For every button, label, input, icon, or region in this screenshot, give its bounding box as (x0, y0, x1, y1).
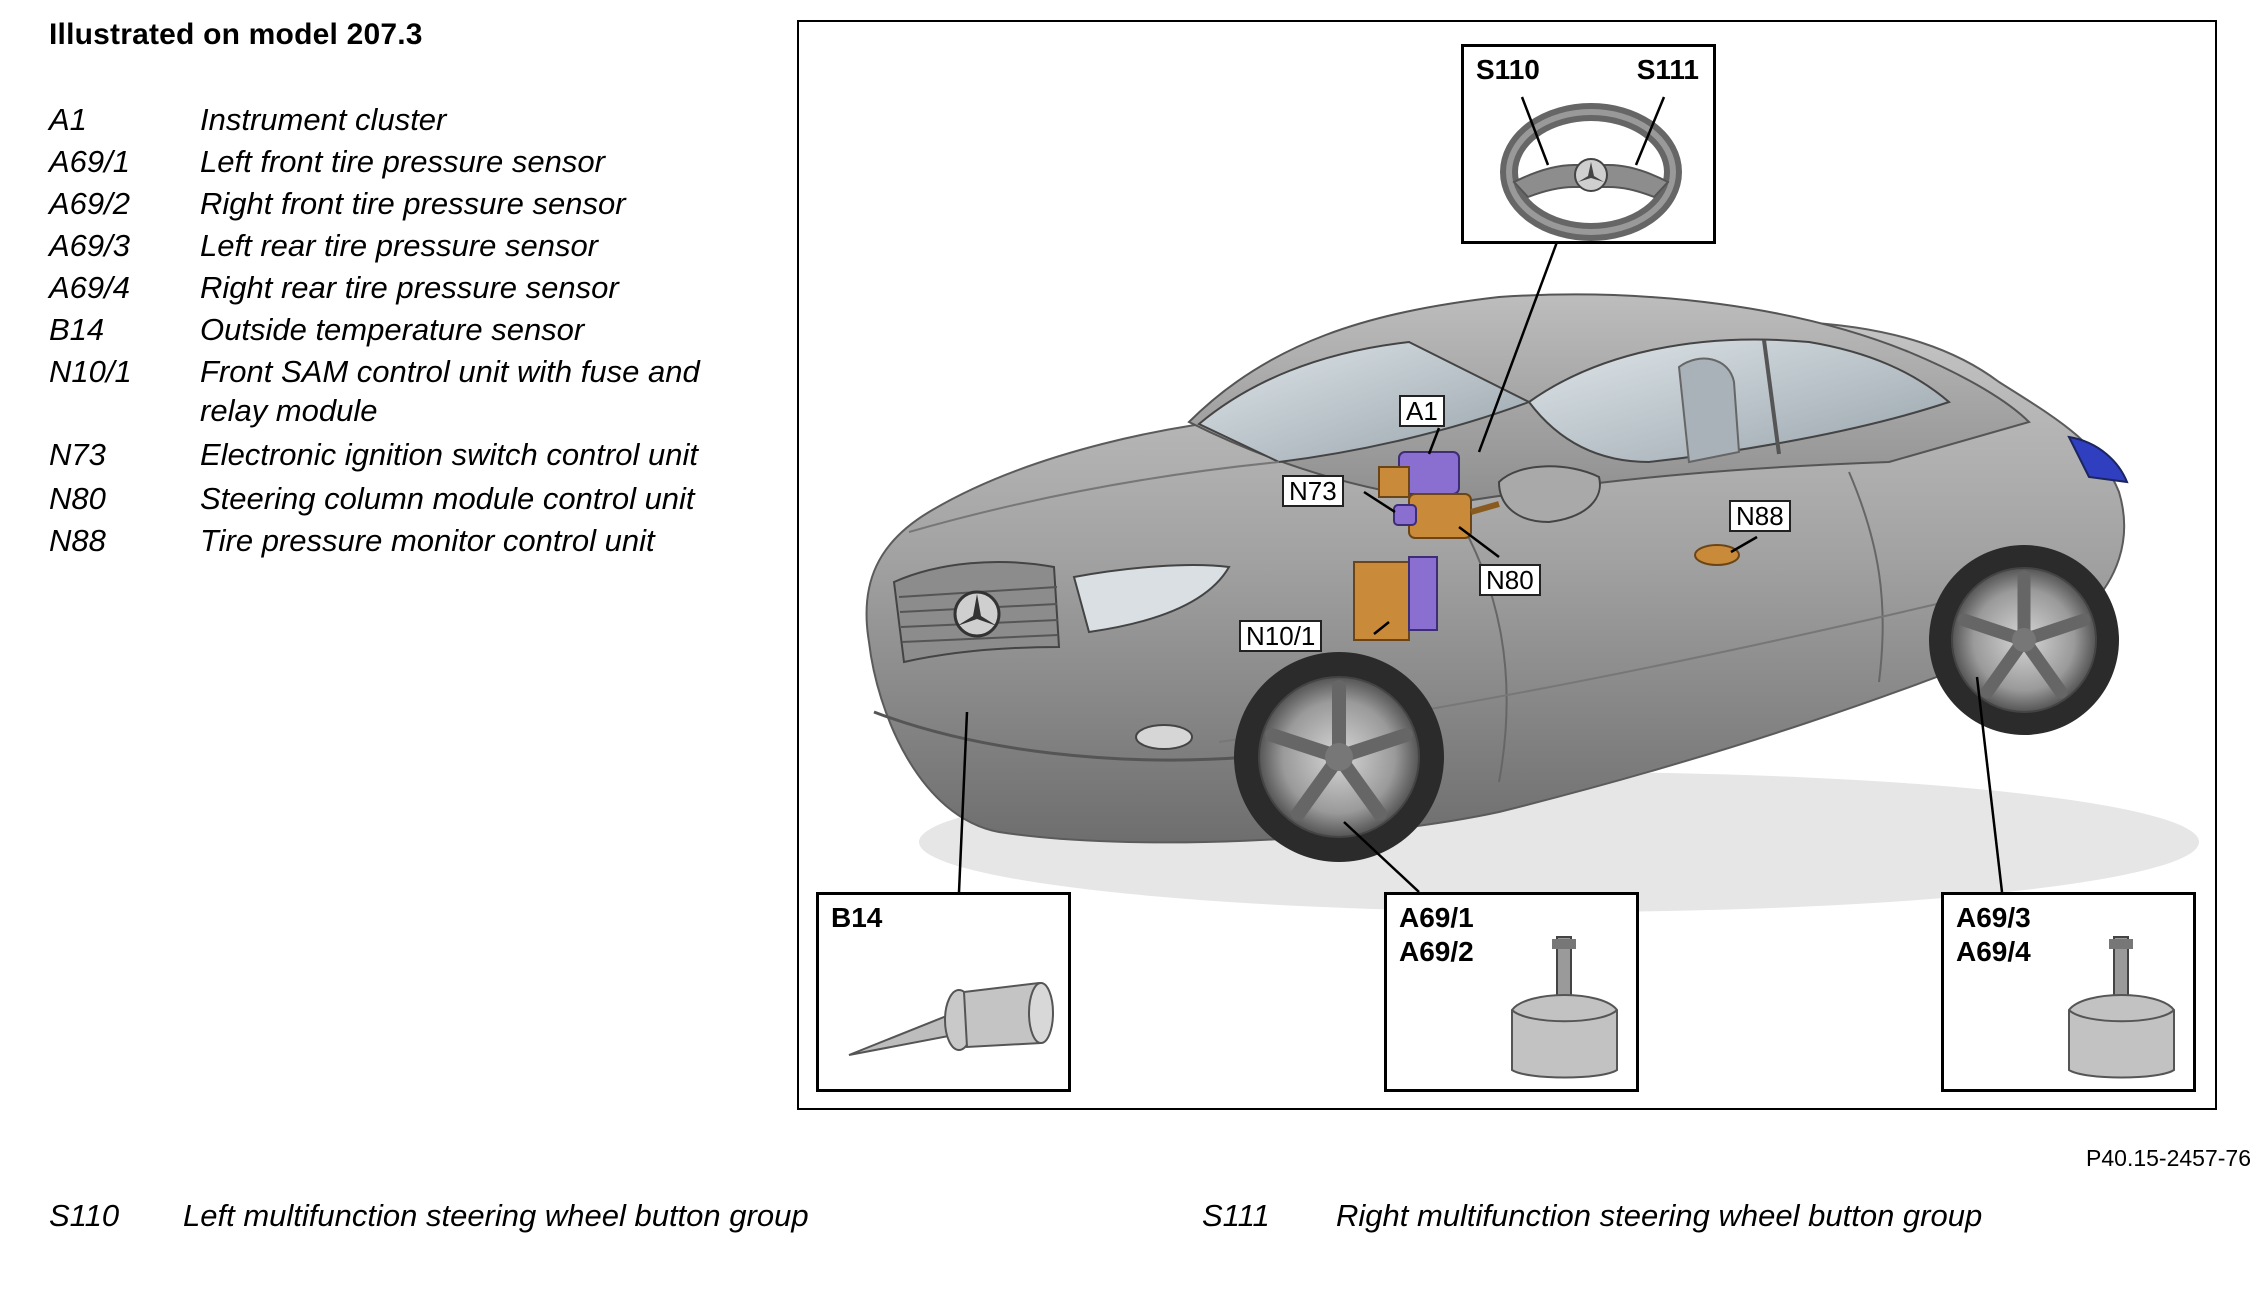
leader-n80 (1458, 526, 1500, 558)
footer-item-s110: S110 Left multifunction steering wheel bu… (49, 1198, 809, 1234)
legend-desc: Front SAM control unit with fuse and rel… (200, 354, 700, 428)
leader-n10-1 (1373, 621, 1390, 635)
module-n10-1 (1353, 556, 1438, 641)
legend-desc: Outside temperature sensor (200, 312, 585, 347)
module-a1 (1378, 451, 1460, 498)
legend-desc: Left rear tire pressure sensor (200, 228, 599, 263)
legend-desc: Electronic ignition switch control unit (200, 437, 698, 472)
legend-desc: Instrument cluster (200, 102, 447, 137)
module-n73 (1393, 504, 1417, 526)
front-wheel (1234, 652, 1444, 862)
callout-label-a69-1: A69/1 (1399, 902, 1474, 933)
legend-item-a69-3: A69/3 Left rear tire pressure sensor (49, 226, 749, 265)
legend-desc: Right rear tire pressure sensor (200, 270, 619, 305)
door-line (1848, 471, 1884, 683)
legend-code: A69/1 (49, 144, 131, 179)
leader-front-sensor (1343, 821, 1420, 893)
callout-rear-tire-sensors: A69/3 A69/4 (1941, 892, 2196, 1092)
footer-desc: Right multifunction steering wheel butto… (1336, 1198, 1983, 1233)
legend-code: B14 (49, 312, 105, 347)
module-n80 (1408, 493, 1500, 539)
legend-item-n73: N73 Electronic ignition switch control u… (49, 435, 749, 474)
page-title: Illustrated on model 207.3 (49, 18, 423, 51)
leader-rear-sensor (1975, 676, 2004, 893)
front-bumper (873, 710, 1250, 762)
leader-b14 (957, 711, 969, 893)
legend-code: A69/3 (49, 228, 131, 263)
steering-wheel-icon (1500, 96, 1682, 241)
legend-item-a69-4: A69/4 Right rear tire pressure sensor (49, 268, 749, 307)
legend-item-a69-2: A69/2 Right front tire pressure sensor (49, 184, 749, 223)
footer-code: S110 (49, 1198, 120, 1233)
legend-code: A69/2 (49, 186, 131, 221)
temperature-sensor-icon (848, 981, 1054, 1056)
side-mirror (1497, 465, 1601, 524)
footer-code: S111 (1202, 1198, 1270, 1233)
diagram-frame: S110 S111 B14 A69/1 A69/2 (797, 20, 2217, 1110)
legend-code: A69/4 (49, 270, 131, 305)
leader-steering (1477, 241, 1559, 453)
tail-light (2067, 435, 2129, 484)
footer-desc: Left multifunction steering wheel button… (183, 1198, 809, 1233)
callout-steering-wheel: S110 S111 (1461, 44, 1716, 244)
window-pillar (1762, 339, 1781, 455)
callout-label-a69-3: A69/3 (1956, 902, 2031, 933)
tag-a1: A1 (1399, 395, 1445, 427)
leader-a1 (1427, 427, 1441, 455)
tire-sensor-icon (1511, 936, 1618, 1079)
legend-code: N10/1 (49, 354, 132, 389)
car-illustration (865, 241, 2199, 912)
callout-front-tire-sensors: A69/1 A69/2 (1384, 892, 1639, 1092)
legend-item-n10-1: N10/1 Front SAM control unit with fuse a… (49, 352, 749, 430)
callout-label-s111: S111 (1636, 54, 1699, 85)
legend-desc: Tire pressure monitor control unit (200, 523, 655, 558)
tire-sensor-icon (2068, 936, 2175, 1079)
legend-item-a69-1: A69/1 Left front tire pressure sensor (49, 142, 749, 181)
rear-wheel (1929, 545, 2119, 735)
seat (1677, 357, 1741, 464)
legend-desc: Right front tire pressure sensor (200, 186, 626, 221)
tag-n80: N80 (1479, 564, 1541, 596)
fog-light (1135, 724, 1193, 750)
legend-item-n80: N80 Steering column module control unit (49, 479, 749, 518)
legend-desc: Left front tire pressure sensor (200, 144, 605, 179)
legend-code: N88 (49, 523, 106, 558)
legend-code: N80 (49, 481, 106, 516)
reference-number: P40.15-2457-76 (2086, 1145, 2251, 1171)
legend-item-b14: B14 Outside temperature sensor (49, 310, 749, 349)
tag-n88: N88 (1729, 500, 1791, 532)
leader-n73 (1363, 490, 1396, 514)
legend-item-a1: A1 Instrument cluster (49, 100, 749, 139)
callout-b14: B14 (816, 892, 1071, 1092)
leader-n88 (1730, 535, 1758, 554)
callout-label-a69-2: A69/2 (1399, 936, 1474, 967)
module-n88 (1694, 544, 1740, 566)
tag-n10-1: N10/1 (1239, 620, 1323, 652)
headlight (1072, 564, 1231, 634)
callout-label-s110: S110 (1476, 54, 1540, 85)
component-legend: A1 Instrument cluster A69/1 Left front t… (49, 100, 749, 560)
tag-n73: N73 (1282, 475, 1344, 507)
callout-label-b14: B14 (831, 902, 883, 933)
callout-label-a69-4: A69/4 (1956, 936, 2031, 967)
legend-desc: Steering column module control unit (200, 481, 695, 516)
footer-item-s111: S111 Right multifunction steering wheel b… (1202, 1198, 1982, 1234)
legend-item-n88: N88 Tire pressure monitor control unit (49, 521, 749, 560)
side-window (1527, 338, 1951, 464)
hood-line (908, 461, 1280, 533)
legend-code: N73 (49, 437, 106, 472)
legend-code: A1 (49, 102, 87, 137)
